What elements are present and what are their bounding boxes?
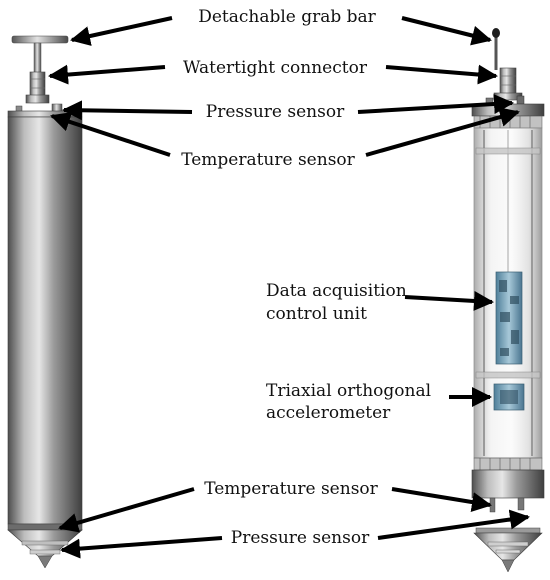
arrow-connector-left — [48, 64, 166, 85]
right-pressure-sensor-bottom — [517, 497, 525, 511]
label-grab-bar: Detachable grab bar — [198, 7, 376, 27]
arrow-temperature-bottom-left — [58, 487, 195, 533]
right-pressure-sensor — [516, 95, 525, 105]
label-accelerometer-line2: accelerometer — [266, 403, 391, 423]
label-temperature-sensor-bottom: Temperature sensor — [204, 479, 378, 499]
arrow-connector-right — [385, 64, 498, 85]
left-probe — [7, 35, 83, 569]
label-pressure-sensor-top: Pressure sensor — [206, 102, 345, 122]
callout-arrows — [48, 16, 530, 559]
arrow-grab-bar-right — [401, 16, 492, 46]
label-accelerometer-line1: Triaxial orthogonal — [266, 381, 431, 401]
left-housing-body — [7, 116, 83, 525]
arrow-temperature-top-left — [50, 112, 171, 157]
label-pressure-sensor-bottom: Pressure sensor — [231, 528, 370, 548]
left-grab-bar — [11, 35, 69, 44]
arrow-pressure-top-left — [62, 100, 193, 121]
left-watertight-connector — [29, 71, 46, 97]
label-temperature-sensor-top: Temperature sensor — [181, 150, 355, 170]
label-data-acquisition-line1: Data acquisition — [266, 281, 407, 301]
arrow-data-acquisition — [404, 290, 494, 311]
label-data-acquisition-line2: control unit — [266, 304, 367, 324]
arrow-temperature-bottom-right — [391, 487, 492, 512]
arrow-pressure-bottom-right — [377, 509, 530, 540]
right-watertight-connector — [499, 67, 517, 95]
arrow-pressure-bottom-left — [60, 536, 223, 559]
right-grab-bar — [492, 28, 500, 38]
right-probe — [471, 28, 545, 573]
right-temperature-sensor-bottom — [489, 497, 496, 513]
arrow-pressure-top-right — [357, 94, 514, 115]
callout-labels: Detachable grab bar Watertight connector… — [181, 7, 431, 548]
label-watertight-connector: Watertight connector — [183, 58, 368, 78]
arrow-temperature-top-right — [365, 107, 520, 157]
arrow-grab-bar-left — [70, 16, 173, 46]
